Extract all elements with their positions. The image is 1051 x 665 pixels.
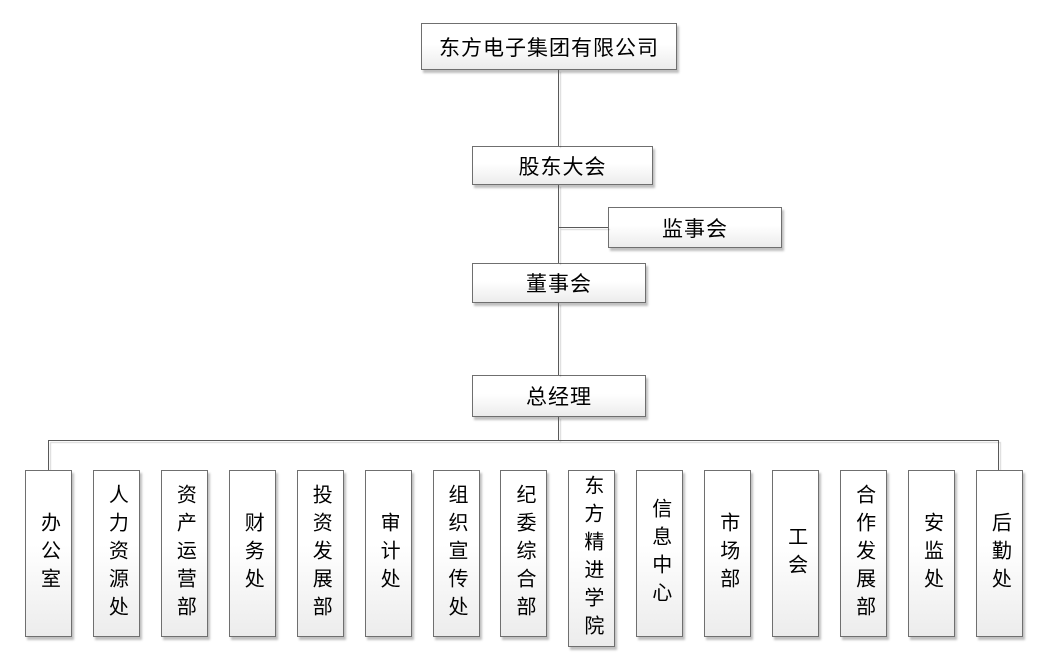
dept-node-label: 办公室 <box>37 511 60 596</box>
dept-node-11: 工会 <box>772 470 820 637</box>
dept-node-5: 审计处 <box>364 470 412 637</box>
node-supervisory-board: 监事会 <box>608 207 782 248</box>
node-board-of-directors: 董事会 <box>472 263 646 303</box>
connector-board-to-general-manager <box>558 303 559 375</box>
dept-node-12: 合作发展部 <box>840 470 888 637</box>
dept-node-4: 投资发展部 <box>296 470 344 637</box>
node-company: 东方电子集团有限公司 <box>421 23 677 70</box>
dept-node-label: 审计处 <box>377 511 400 596</box>
dept-node-0: 办公室 <box>25 470 72 637</box>
dept-node-3: 财务处 <box>228 470 276 637</box>
dept-node-label: 合作发展部 <box>852 483 875 624</box>
dept-node-2: 资产运营部 <box>160 470 208 637</box>
department-row: 办公室 人力资源处 资产运营部 财务处 投资发展部 审计处 组织宣传处 纪委综合部 东方精进学院… <box>25 470 1023 648</box>
dept-node-label: 人力资源处 <box>105 483 128 624</box>
dept-node-9: 信息中心 <box>636 470 684 637</box>
dept-node-label: 市场部 <box>716 511 739 596</box>
dept-node-label: 东方精进学院 <box>580 474 603 643</box>
dept-node-label: 工会 <box>784 525 807 582</box>
dept-node-8: 东方精进学院 <box>568 470 616 647</box>
node-shareholders-meeting: 股东大会 <box>472 146 653 185</box>
connector-general-manager-to-bus <box>558 417 559 440</box>
dept-node-label: 信息中心 <box>648 497 671 610</box>
dept-node-label: 纪委综合部 <box>512 483 535 624</box>
dept-node-10: 市场部 <box>704 470 752 637</box>
connector-bus-right-stub <box>998 441 999 470</box>
dept-node-label: 后勤处 <box>988 511 1011 596</box>
node-supervisory-board-label: 监事会 <box>662 216 728 241</box>
node-general-manager-label: 总经理 <box>526 385 592 409</box>
connector-branch-supervisory-board <box>559 227 608 228</box>
connector-shareholders-to-board <box>558 185 559 263</box>
node-shareholders-meeting-label: 股东大会 <box>518 154 607 179</box>
dept-node-1: 人力资源处 <box>92 470 140 637</box>
node-company-label: 东方电子集团有限公司 <box>439 35 659 60</box>
dept-node-label: 财务处 <box>241 511 264 596</box>
node-board-of-directors-label: 董事会 <box>526 272 592 296</box>
dept-node-label: 投资发展部 <box>309 483 332 624</box>
dept-node-6: 组织宣传处 <box>432 470 480 637</box>
dept-node-13: 安监处 <box>907 470 955 637</box>
dept-node-label: 安监处 <box>920 511 943 596</box>
connector-bus-left-stub <box>48 441 49 470</box>
connector-company-to-shareholders <box>558 70 559 146</box>
node-general-manager: 总经理 <box>472 375 646 417</box>
dept-node-7: 纪委综合部 <box>500 470 548 637</box>
dept-node-14: 后勤处 <box>975 470 1023 637</box>
connector-department-bus <box>48 440 999 441</box>
dept-node-label: 组织宣传处 <box>445 483 468 624</box>
dept-node-label: 资产运营部 <box>173 483 196 624</box>
